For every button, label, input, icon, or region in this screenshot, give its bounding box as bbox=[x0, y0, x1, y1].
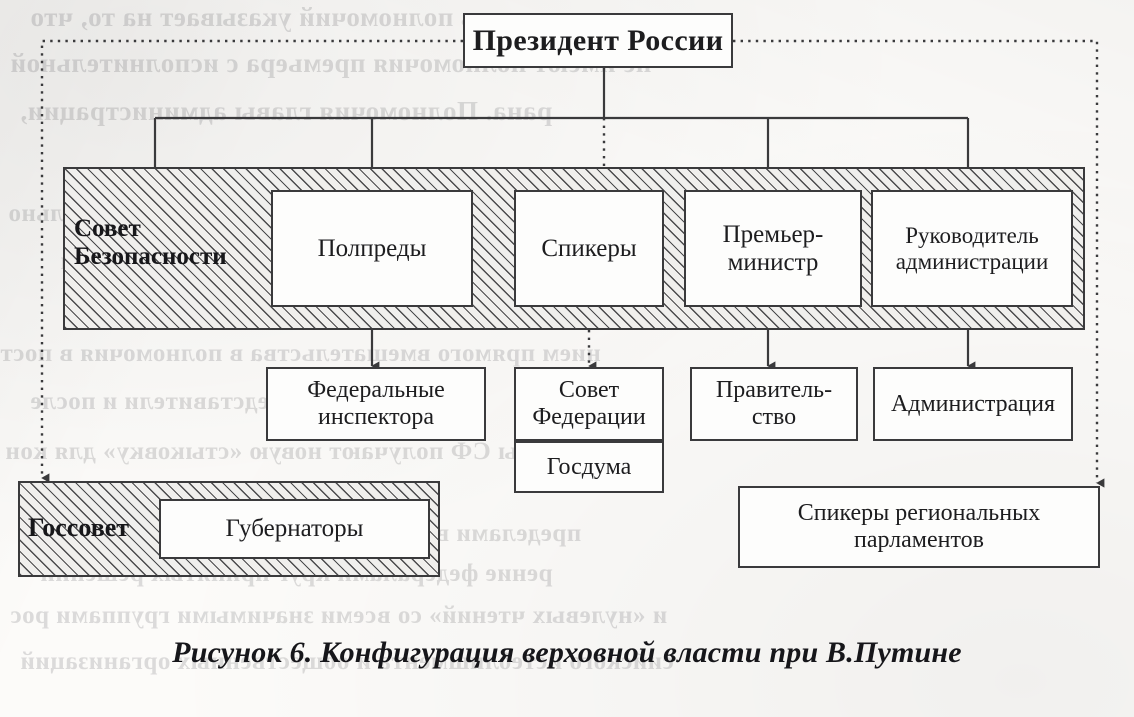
node-president: Президент России bbox=[463, 13, 733, 68]
node-administraciya: Администрация bbox=[873, 367, 1073, 441]
node-gosduma: Госдума bbox=[514, 441, 664, 493]
node-pravitelstvo: Правитель-ство bbox=[690, 367, 858, 441]
figure-caption: Рисунок 6. Конфигурация верховной власти… bbox=[172, 636, 962, 669]
node-gubernatory: Губернаторы bbox=[159, 499, 430, 559]
gossovet-label: Госсовет bbox=[28, 513, 130, 542]
node-polpredy: Полпреды bbox=[271, 190, 473, 307]
node-premier-ministr: Премьер-министр bbox=[684, 190, 862, 307]
node-spikery: Спикеры bbox=[514, 190, 664, 307]
